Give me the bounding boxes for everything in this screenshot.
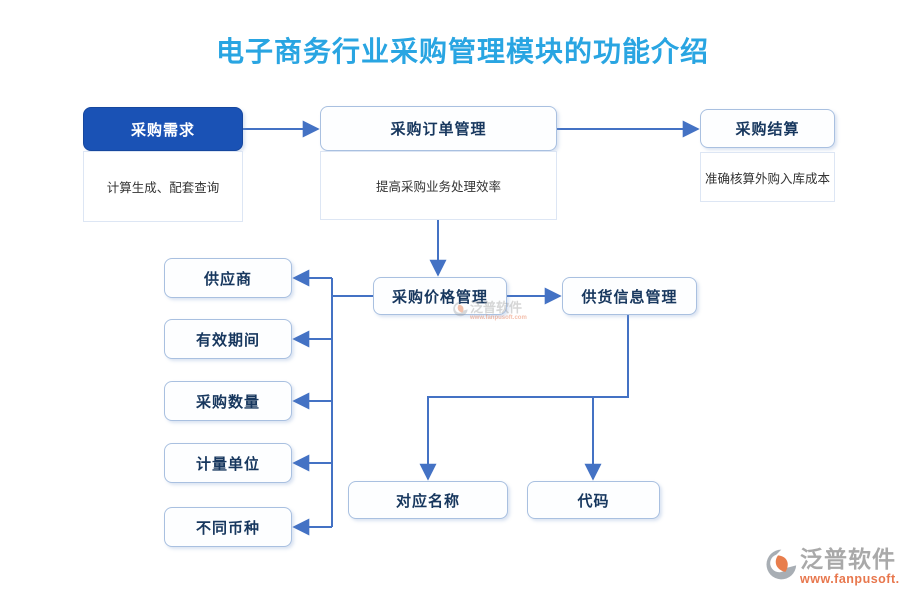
node-purchase-order-mgmt: 采购订单管理 (320, 106, 557, 151)
node-supplier: 供应商 (164, 258, 292, 298)
watermark-brand-text: 泛普软件 (470, 300, 523, 315)
desc-purchase-settlement: 准确核算外购入库成本 (700, 152, 835, 202)
footer-watermark: 泛普软件 www.fanpusoft.com (764, 548, 900, 586)
desc-purchase-order-mgmt: 提高采购业务处理效率 (320, 151, 557, 220)
node-code: 代码 (527, 481, 660, 519)
node-purchase-demand: 采购需求 (83, 107, 243, 151)
desc-purchase-demand: 计算生成、配套查询 (83, 151, 243, 222)
node-unit-of-measure: 计量单位 (164, 443, 292, 483)
watermark-url-text: www.fanpusoft.com (470, 315, 527, 321)
node-purchase-price-mgmt: 采购价格管理 (373, 277, 507, 315)
fanpu-logo-icon (766, 549, 797, 580)
node-purchase-settlement: 采购结算 (700, 109, 835, 148)
page-title: 电子商务行业采购管理模块的功能介绍 (215, 36, 709, 67)
node-valid-period: 有效期间 (164, 319, 292, 359)
node-different-currency: 不同币种 (164, 507, 292, 547)
node-purchase-quantity: 采购数量 (164, 381, 292, 421)
fanpu-logo-icon (453, 301, 468, 317)
center-watermark: 泛普软件 www.fanpusoft.com (452, 301, 527, 321)
watermark-brand-text: 泛普软件 (800, 546, 896, 572)
watermark-url-text: www.fanpusoft.com (800, 572, 900, 586)
node-supply-info-mgmt: 供货信息管理 (562, 277, 697, 315)
node-corresponding-name: 对应名称 (348, 481, 508, 519)
